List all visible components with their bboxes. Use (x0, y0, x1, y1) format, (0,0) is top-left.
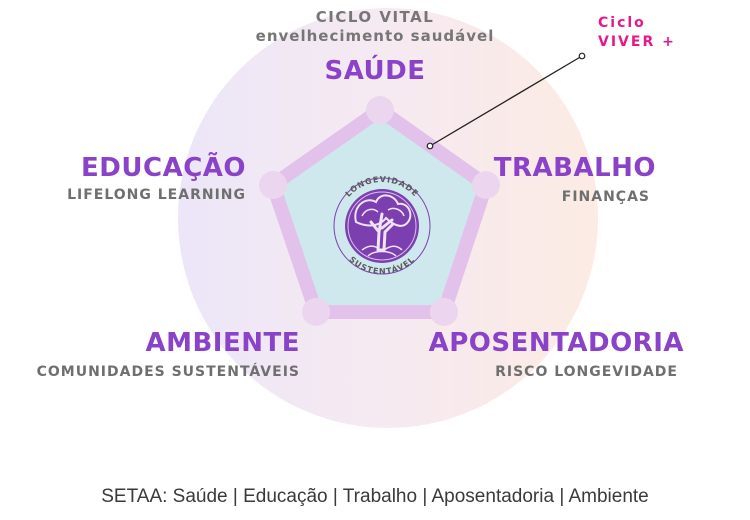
node-ambiente-title: AMBIENTE (145, 328, 300, 358)
node-ambiente-subtitle: COMUNIDADES SUSTENTÁVEIS (36, 364, 300, 380)
connector-start-dot (578, 52, 586, 60)
node-educacao-title: EDUCAÇÃO (81, 153, 246, 183)
footer-caption: SETAA: Saúde | Educação | Trabalho | Apo… (101, 486, 649, 507)
node-aposentadoria-subtitle: RISCO LONGEVIDADE (495, 364, 678, 380)
node-trabalho-title: TRABALHO (493, 153, 656, 183)
vertex-dot-bottom-right (430, 298, 458, 326)
node-saude-title: SAÚDE (324, 56, 426, 86)
vertex-dot-right (472, 171, 500, 199)
node-educacao-subtitle: LIFELONG LEARNING (67, 187, 246, 203)
node-aposentadoria-title: APOSENTADORIA (428, 328, 684, 358)
vertex-dot-left (259, 171, 287, 199)
longevidade-logo: LONGEVIDADE SUSTENTÁVEL (333, 175, 431, 276)
brand-line-1: Ciclo (598, 15, 646, 31)
connector-line (429, 55, 583, 147)
node-trabalho-subtitle: FINANÇAS (561, 189, 650, 205)
cycle-subtitle: envelhecimento saudável (255, 27, 495, 45)
vertex-dot-bottom-left (302, 298, 330, 326)
cycle-title: CICLO VITAL (315, 8, 435, 26)
brand-line-2: VIVER + (598, 34, 676, 50)
connector-end-dot (426, 142, 434, 150)
vertex-dot-top (366, 96, 394, 124)
